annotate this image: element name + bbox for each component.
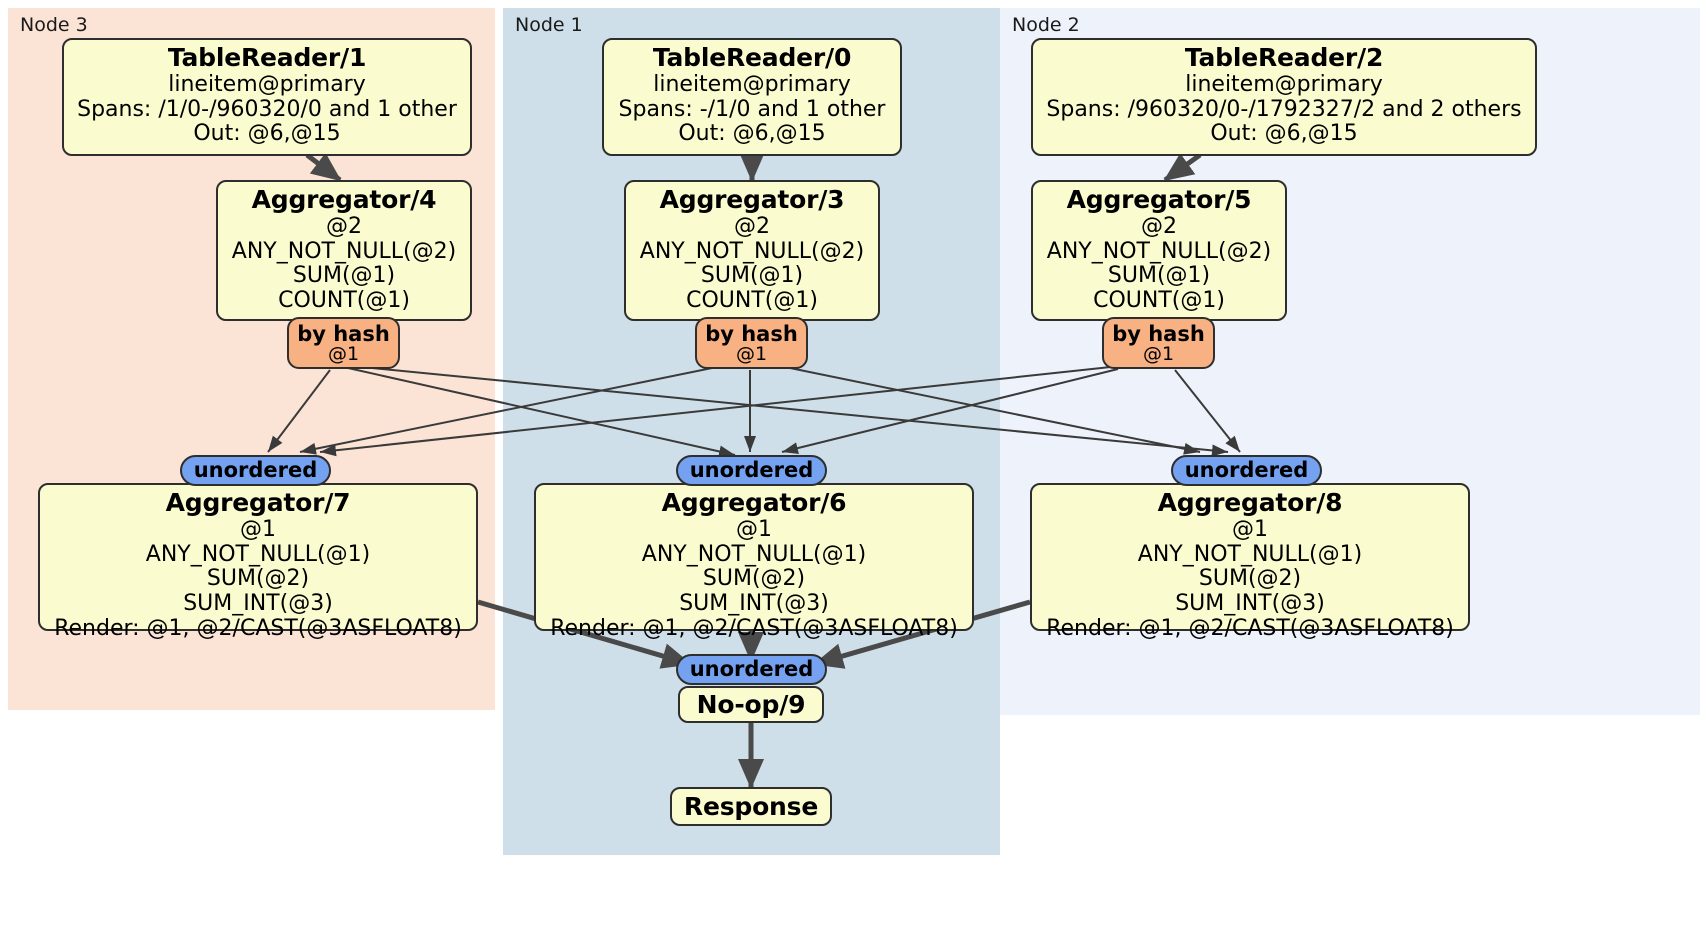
processor-title: Aggregator/7 <box>165 488 351 517</box>
processor-line: ANY_NOT_NULL(@1) <box>1137 541 1363 567</box>
processor-line: ANY_NOT_NULL(@2) <box>639 238 865 264</box>
processor-line: SUM_INT(@3) <box>1175 590 1325 616</box>
processor-table-reader-2[interactable]: TableReader/2 lineitem@primary Spans: /9… <box>1031 38 1537 156</box>
processor-line: lineitem@primary <box>653 72 851 97</box>
node-panel-label-node3: Node 3 <box>20 14 88 36</box>
processor-line: Render: @1, @2/CAST(@3ASFLOAT8) <box>54 615 462 641</box>
processor-line: Out: @6,@15 <box>193 121 341 147</box>
processor-table-reader-1[interactable]: TableReader/1 lineitem@primary Spans: /1… <box>62 38 472 156</box>
processor-noop-9[interactable]: No-op/9 <box>678 686 824 723</box>
processor-title: TableReader/1 <box>167 43 367 72</box>
processor-line: SUM_INT(@3) <box>183 590 333 616</box>
processor-line: COUNT(@1) <box>278 287 410 313</box>
badge-title: by hash <box>1112 322 1205 346</box>
badge-title: by hash <box>297 322 390 346</box>
processor-line: lineitem@primary <box>168 72 366 97</box>
processor-line: ANY_NOT_NULL(@1) <box>145 541 371 567</box>
processor-title: No-op/9 <box>696 689 806 719</box>
processor-line: SUM(@1) <box>700 263 804 289</box>
processor-line: Out: @6,@15 <box>1210 121 1358 147</box>
processor-title: Response <box>683 791 819 821</box>
processor-line: @1 <box>240 517 276 542</box>
processor-line: Spans: /1/0-/960320/0 and 1 other <box>77 96 457 122</box>
processor-line: @2 <box>734 214 770 239</box>
processor-line: ANY_NOT_NULL(@1) <box>641 541 867 567</box>
processor-line: Spans: -/1/0 and 1 other <box>618 96 886 122</box>
badge-by-hash-right[interactable]: by hash @1 <box>1102 317 1215 369</box>
processor-title: Aggregator/6 <box>661 488 847 517</box>
processor-aggregator-6[interactable]: Aggregator/6 @1 ANY_NOT_NULL(@1) SUM(@2)… <box>534 483 974 640</box>
processor-line: SUM(@1) <box>1107 263 1211 289</box>
badge-subtitle: @1 <box>735 343 768 366</box>
processor-line: lineitem@primary <box>1185 72 1383 97</box>
processor-line: Spans: /960320/0-/1792327/2 and 2 others <box>1046 96 1522 122</box>
badge-title: unordered <box>1184 458 1309 483</box>
node-panel-label-node1: Node 1 <box>515 14 583 36</box>
processor-response[interactable]: Response <box>670 787 832 826</box>
badge-unordered-right[interactable]: unordered <box>1171 455 1322 486</box>
badge-subtitle: @1 <box>1142 343 1175 366</box>
processor-line: @2 <box>1141 214 1177 239</box>
processor-line: Render: @1, @2/CAST(@3ASFLOAT8) <box>1046 615 1454 641</box>
processor-line: @1 <box>1232 517 1268 542</box>
processor-line: SUM(@1) <box>292 263 396 289</box>
processor-line: ANY_NOT_NULL(@2) <box>231 238 457 264</box>
badge-title: unordered <box>193 458 318 483</box>
processor-table-reader-0[interactable]: TableReader/0 lineitem@primary Spans: -/… <box>602 38 902 156</box>
processor-title: Aggregator/5 <box>1066 185 1252 214</box>
processor-line: SUM(@2) <box>206 566 310 592</box>
processor-title: TableReader/2 <box>1184 43 1384 72</box>
processor-aggregator-8[interactable]: Aggregator/8 @1 ANY_NOT_NULL(@1) SUM(@2)… <box>1030 483 1470 640</box>
processor-line: SUM(@2) <box>1198 566 1302 592</box>
processor-line: Render: @1, @2/CAST(@3ASFLOAT8) <box>550 615 958 641</box>
processor-line: @1 <box>736 517 772 542</box>
processor-title: Aggregator/8 <box>1157 488 1343 517</box>
processor-title: Aggregator/4 <box>251 185 437 214</box>
badge-subtitle: @1 <box>327 343 360 366</box>
badge-by-hash-center[interactable]: by hash @1 <box>695 317 808 369</box>
badge-title: unordered <box>689 458 814 483</box>
processor-line: ANY_NOT_NULL(@2) <box>1046 238 1272 264</box>
processor-line: COUNT(@1) <box>686 287 818 313</box>
processor-aggregator-3[interactable]: Aggregator/3 @2 ANY_NOT_NULL(@2) SUM(@1)… <box>624 180 880 321</box>
badge-title: unordered <box>689 657 814 682</box>
processor-title: Aggregator/3 <box>659 185 845 214</box>
node-panel-label-node2: Node 2 <box>1012 14 1080 36</box>
processor-title: TableReader/0 <box>652 43 852 72</box>
badge-by-hash-left[interactable]: by hash @1 <box>287 317 400 369</box>
processor-line: SUM(@2) <box>702 566 806 592</box>
badge-title: by hash <box>705 322 798 346</box>
badge-unordered-left[interactable]: unordered <box>180 455 331 486</box>
processor-line: Out: @6,@15 <box>678 121 826 147</box>
processor-line: @2 <box>326 214 362 239</box>
processor-aggregator-5[interactable]: Aggregator/5 @2 ANY_NOT_NULL(@2) SUM(@1)… <box>1031 180 1287 321</box>
badge-unordered-center[interactable]: unordered <box>676 455 827 486</box>
processor-line: SUM_INT(@3) <box>679 590 829 616</box>
processor-aggregator-4[interactable]: Aggregator/4 @2 ANY_NOT_NULL(@2) SUM(@1)… <box>216 180 472 321</box>
processor-line: COUNT(@1) <box>1093 287 1225 313</box>
processor-aggregator-7[interactable]: Aggregator/7 @1 ANY_NOT_NULL(@1) SUM(@2)… <box>38 483 478 640</box>
badge-unordered-final[interactable]: unordered <box>676 654 827 685</box>
